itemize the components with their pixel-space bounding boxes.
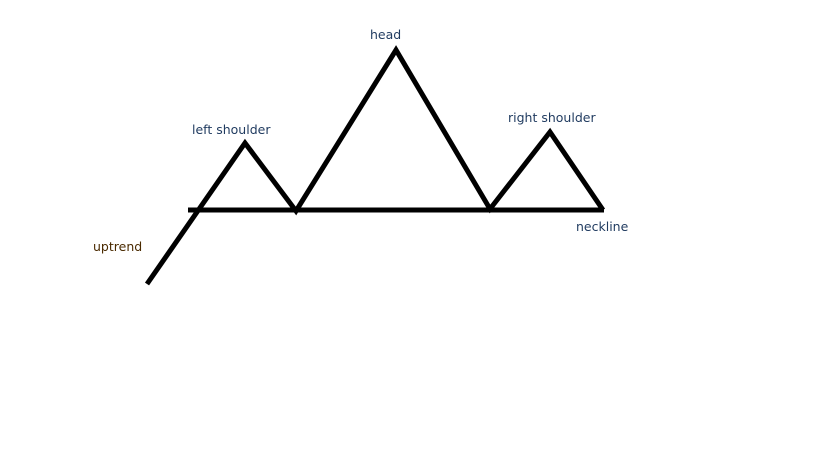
- left-shoulder-label: left shoulder: [192, 122, 271, 137]
- price-path: [144, 45, 606, 286]
- head-label: head: [370, 27, 402, 42]
- neckline-label: neckline: [576, 219, 629, 234]
- right-shoulder-label: right shoulder: [508, 110, 596, 125]
- uptrend-label: uptrend: [93, 239, 143, 254]
